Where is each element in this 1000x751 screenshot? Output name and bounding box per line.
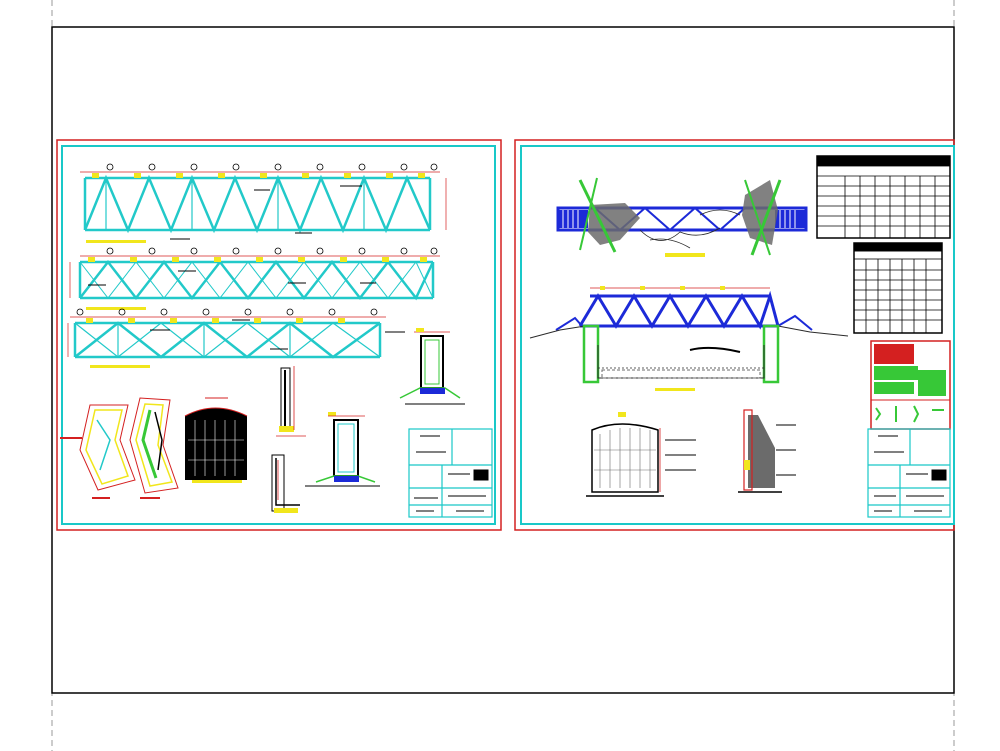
column-section-detail [271, 366, 306, 513]
title-block-right-text [874, 435, 947, 512]
title-block-right [867, 428, 951, 518]
bridge-plan-view [556, 177, 808, 257]
truss-elevation-2 [78, 259, 435, 301]
sheet-inner-frame [61, 145, 496, 525]
abutment-elevation [184, 397, 248, 483]
pier-detail-upper [399, 328, 465, 405]
title-block-left-text [414, 435, 489, 512]
deck-plan-detail-1 [60, 404, 136, 499]
title-block-left [408, 428, 493, 518]
truss-1-node-markers [80, 163, 447, 243]
truss-2-node-markers [69, 247, 440, 310]
truss-elevations-sheet [56, 139, 502, 531]
abutment-side-section [738, 409, 796, 493]
truss-elevation-3 [73, 321, 382, 359]
bridge-general-sheet [514, 139, 955, 531]
sheet-outer-frame [56, 139, 502, 531]
deck-plan-detail-2 [129, 397, 179, 499]
pier-detail-lower [305, 412, 380, 487]
truss-elevation-1 [83, 174, 432, 234]
bridge-elevation-view [529, 286, 849, 391]
abutment-front-view [586, 412, 696, 497]
quantities-table-1 [816, 155, 951, 239]
sheet-inner-frame [520, 145, 955, 525]
paper-border [51, 26, 955, 694]
truss-3-node-markers [67, 308, 405, 368]
legend-box [870, 340, 951, 430]
quantities-table-2 [853, 242, 943, 334]
